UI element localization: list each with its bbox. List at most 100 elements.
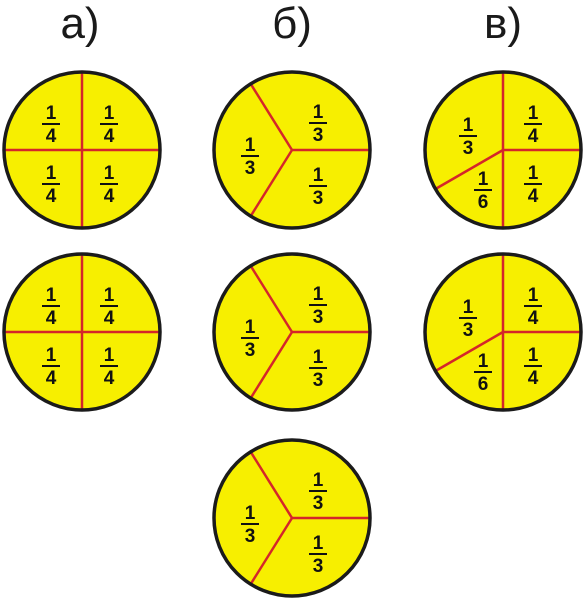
circle-outline [423, 70, 583, 230]
fraction-numerator: 1 [245, 503, 256, 524]
fraction-denominator: 3 [313, 370, 324, 391]
fraction-denominator: 3 [245, 340, 256, 361]
fraction-bottom-left: 14 [42, 163, 60, 207]
fraction-numerator: 1 [245, 135, 256, 156]
divider-line [249, 83, 294, 151]
fraction-top-right: 14 [524, 103, 542, 147]
fraction-top-right: 13 [309, 102, 327, 146]
divider-line [249, 331, 294, 399]
fraction-numerator: 1 [46, 285, 57, 306]
fraction-denominator: 4 [104, 308, 115, 329]
fraction-numerator: 1 [46, 163, 57, 184]
divider-line [249, 149, 294, 217]
divider-line [249, 451, 294, 519]
fraction-denominator: 3 [313, 188, 324, 209]
circle-outline [212, 438, 372, 598]
fraction-numerator: 1 [463, 115, 474, 136]
fraction-bottom-left: 16 [474, 351, 492, 395]
fraction-bottom-right: 14 [100, 163, 118, 207]
fraction-numerator: 1 [478, 351, 489, 372]
circle-outline [212, 70, 372, 230]
fraction-top-left: 14 [42, 103, 60, 147]
fraction-denominator: 4 [528, 308, 539, 329]
fraction-denominator: 3 [463, 320, 474, 341]
fraction-numerator: 1 [478, 169, 489, 190]
fraction-denominator: 4 [46, 308, 57, 329]
fraction-numerator: 1 [313, 347, 324, 368]
column-label-a: а) [60, 0, 99, 48]
fraction-left: 13 [241, 503, 259, 547]
divider-line [434, 148, 504, 191]
divider-line [249, 265, 294, 333]
fraction-top-right: 13 [309, 284, 327, 328]
fraction-left: 13 [459, 115, 477, 159]
fraction-denominator: 4 [46, 368, 57, 389]
fraction-numerator: 1 [528, 103, 539, 124]
fraction-denominator: 3 [245, 526, 256, 547]
fraction-denominator: 3 [463, 138, 474, 159]
fraction-numerator: 1 [463, 297, 474, 318]
fraction-denominator: 4 [528, 126, 539, 147]
fraction-left: 13 [241, 317, 259, 361]
fraction-denominator: 4 [46, 126, 57, 147]
fraction-bottom-right: 14 [524, 163, 542, 207]
fraction-numerator: 1 [313, 165, 324, 186]
column-label-b: б) [272, 0, 312, 48]
divider-line [434, 330, 504, 373]
fraction-denominator: 4 [528, 186, 539, 207]
fraction-numerator: 1 [104, 163, 115, 184]
circle-outline [423, 252, 583, 412]
fraction-denominator: 4 [104, 186, 115, 207]
fraction-top-right: 14 [524, 285, 542, 329]
fraction-numerator: 1 [528, 345, 539, 366]
fraction-left: 13 [459, 297, 477, 341]
fraction-left: 13 [241, 135, 259, 179]
fraction-numerator: 1 [313, 284, 324, 305]
fraction-numerator: 1 [313, 102, 324, 123]
divider-line [249, 517, 294, 585]
column-label-v: в) [484, 0, 522, 48]
circle-outline [2, 252, 162, 412]
fraction-numerator: 1 [313, 470, 324, 491]
fraction-numerator: 1 [104, 345, 115, 366]
fraction-bottom-right: 13 [309, 533, 327, 577]
fraction-numerator: 1 [46, 103, 57, 124]
fraction-bottom-right: 13 [309, 165, 327, 209]
circle-outline [2, 70, 162, 230]
fraction-denominator: 3 [313, 307, 324, 328]
fraction-bottom-right: 14 [524, 345, 542, 389]
circle-outline [212, 252, 372, 412]
fraction-denominator: 3 [245, 158, 256, 179]
fraction-denominator: 6 [478, 192, 489, 213]
fraction-denominator: 3 [313, 493, 324, 514]
fraction-top-left: 14 [42, 285, 60, 329]
fraction-numerator: 1 [528, 285, 539, 306]
fraction-numerator: 1 [245, 317, 256, 338]
fraction-numerator: 1 [528, 163, 539, 184]
fraction-numerator: 1 [104, 285, 115, 306]
fraction-bottom-right: 14 [100, 345, 118, 389]
fraction-denominator: 6 [478, 374, 489, 395]
fraction-denominator: 4 [528, 368, 539, 389]
fraction-denominator: 4 [104, 126, 115, 147]
fraction-top-right: 14 [100, 285, 118, 329]
fraction-bottom-right: 13 [309, 347, 327, 391]
fraction-numerator: 1 [104, 103, 115, 124]
fraction-denominator: 4 [46, 186, 57, 207]
fraction-top-right: 13 [309, 470, 327, 514]
fraction-denominator: 3 [313, 125, 324, 146]
fraction-top-right: 14 [100, 103, 118, 147]
fraction-numerator: 1 [46, 345, 57, 366]
fraction-numerator: 1 [313, 533, 324, 554]
fraction-denominator: 3 [313, 556, 324, 577]
fraction-bottom-left: 14 [42, 345, 60, 389]
